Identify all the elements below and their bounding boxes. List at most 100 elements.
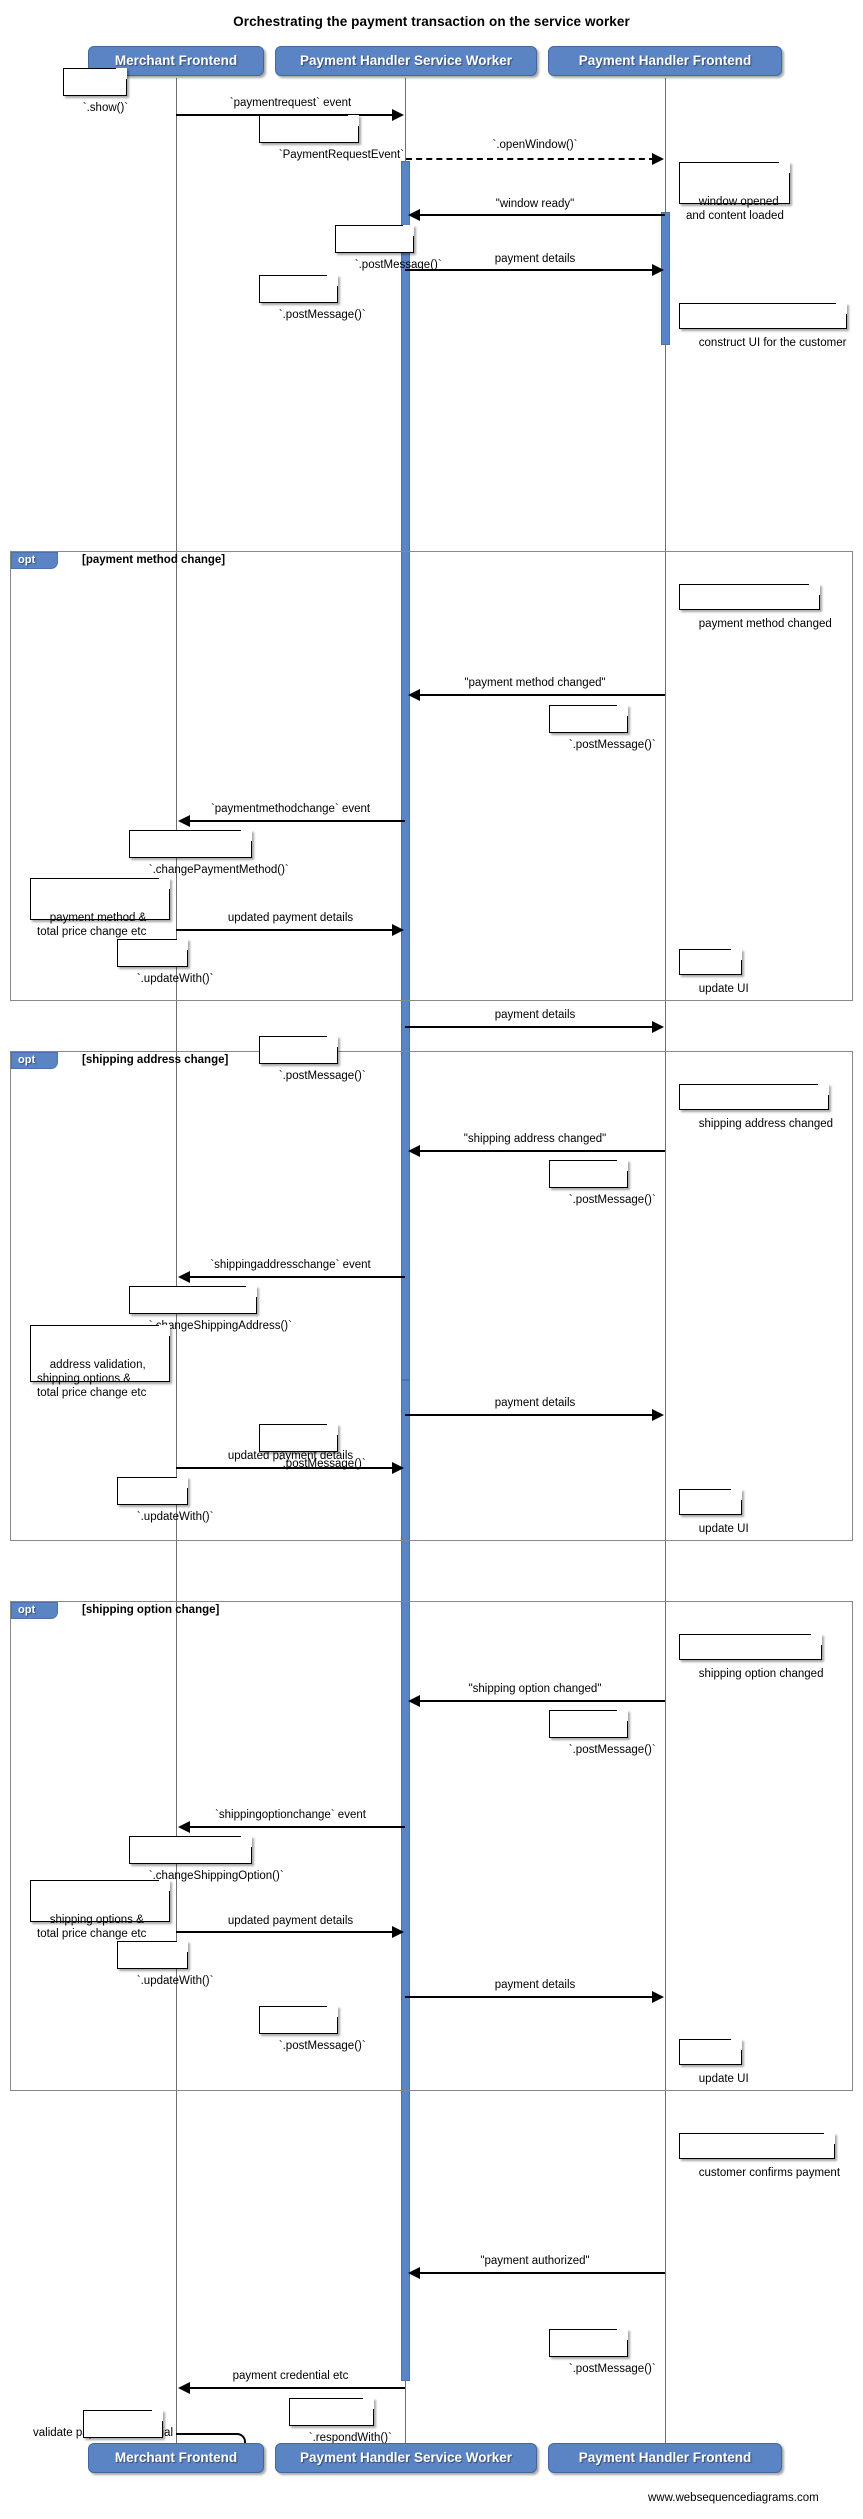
note-post-message-shipping-address-changed-text: `.postMessage()` [568,1194,656,1206]
actor-header-payment-handler-frontend[interactable]: Payment Handler Frontend [548,46,782,76]
opt-fragment-payment-method-change [10,551,853,1001]
note-payment-method-changed: payment method changed [679,584,832,630]
note-dogear-icon [159,878,170,889]
note-construct-ui: construct UI for the customer [679,303,847,349]
message-arrowhead-payment-details-1 [652,264,664,276]
message-label-payment-details-4: payment details [494,1979,576,1991]
note-show: `.show()` [63,68,128,114]
note-dogear-icon [327,2006,338,2017]
message-line-payment-method-changed [419,694,665,696]
note-post-message-shipping-option-changed-text: `.postMessage()` [568,1744,656,1756]
note-address-validation: address validation, shipping options & t… [30,1325,170,1399]
note-construct-ui-text: construct UI for the customer [698,337,847,349]
actor-footer-merchant[interactable]: Merchant Frontend [88,2443,264,2473]
note-dogear-icon [818,1084,829,1095]
note-show-text: `.show()` [82,102,129,114]
note-dogear-icon [116,68,127,79]
message-arrowhead-paymentmethodchange-event [178,815,190,827]
note-shipping-option-changed: shipping option changed [679,1634,823,1680]
note-dogear-icon [403,225,414,236]
message-arrowhead-open-window [652,153,664,165]
note-change-payment-method-text: `.changePaymentMethod()` [148,864,289,876]
actor-header-service-worker[interactable]: Payment Handler Service Worker [275,46,537,76]
note-post-message-payment-details-2-text: `.postMessage()` [278,1070,366,1082]
opt-fragment-payment-method-change-condition: [payment method change] [82,554,226,566]
note-respond-with: `.respondWith()` [289,2398,392,2444]
message-label-updated-payment-details-3: updated payment details [227,1915,354,1927]
note-dogear-icon [836,303,847,314]
note-dogear-icon [363,2398,374,2409]
opt-fragment-shipping-address-change [10,1051,853,1541]
note-post-message-payment-details-1-text: `.postMessage()` [278,309,366,321]
note-update-with-2-text: `.updateWith()` [136,1511,214,1523]
note-change-shipping-address: `.changeShippingAddress()` [129,1286,292,1332]
actor-header-service-worker-label: Payment Handler Service Worker [299,53,513,68]
note-update-with-1-text: `.updateWith()` [136,973,214,985]
opt-fragment-shipping-address-change-tab: opt [11,1052,58,1069]
message-arrowhead-shipping-address-changed [408,1145,420,1157]
actor-footer-merchant-label: Merchant Frontend [114,2450,238,2465]
note-post-message-payment-method-changed: `.postMessage()` [549,705,656,751]
opt-fragment-shipping-option-change-tab: opt [11,1602,58,1619]
message-line-updated-payment-details-3 [176,1931,395,1933]
note-dogear-icon [731,1489,742,1500]
note-dogear-icon [824,2133,835,2144]
note-dogear-icon [177,1477,188,1488]
note-post-message-payment-details-4: `.postMessage()` [259,2006,366,2052]
message-arrowhead-payment-credential-etc [178,2382,190,2394]
message-line-updated-payment-details-2 [176,1467,395,1469]
message-label-payment-details-3: payment details [494,1397,576,1409]
message-label-paymentmethodchange-event: `paymentmethodchange` event [210,803,371,815]
note-post-message-payment-details-3: `.postMessage()` [259,1424,366,1470]
message-arrowhead-updated-payment-details-2 [392,1462,404,1474]
note-window-opened-text: window opened and content loaded [686,196,784,222]
message-line-shipping-option-changed [419,1700,665,1702]
message-label-shippingoptionchange-event: `shippingoptionchange` event [215,1809,366,1821]
activation-frontend-window [661,212,670,345]
message-label-updated-payment-details-1: updated payment details [227,912,354,924]
note-change-payment-method: `.changePaymentMethod()` [129,830,289,876]
note-dogear-icon [617,705,628,716]
note-dogear-icon [159,1325,170,1336]
note-update-ui-2-text: update UI [698,1523,749,1535]
message-arrowhead-updated-payment-details-3 [392,1926,404,1938]
actor-footer-frontend-label: Payment Handler Frontend [578,2450,752,2465]
lifeline-payment-handler-frontend [665,78,666,2443]
note-customer-confirms-payment: customer confirms payment [679,2133,840,2179]
message-line-shippingaddresschange-event [189,1276,405,1278]
note-shipping-option-changed-text: shipping option changed [698,1668,824,1680]
note-post-message-payment-details-3-text: `.postMessage()` [278,1458,366,1470]
note-dogear-icon [731,949,742,960]
message-arrowhead-shipping-option-changed [408,1695,420,1707]
message-label-payment-method-changed: "payment method changed" [464,677,606,689]
note-customer-confirms-payment-text: customer confirms payment [698,2167,841,2179]
note-post-message-payment-method-changed-text: `.postMessage()` [568,739,656,751]
note-shipping-address-changed: shipping address changed [679,1084,833,1130]
message-arrowhead-window-ready [408,209,420,221]
message-line-payment-details-2 [405,1026,654,1028]
note-dogear-icon [348,115,359,126]
note-dogear-icon [731,2039,742,2050]
message-arrowhead-shippingoptionchange-event [178,1821,190,1833]
note-shipping-address-changed-text: shipping address changed [698,1118,834,1130]
activation-service-worker-main [401,161,410,1380]
message-line-shipping-address-changed [419,1150,665,1152]
message-arrowhead-payment-details-2 [652,1021,664,1033]
actor-footer-payment-handler-frontend[interactable]: Payment Handler Frontend [548,2443,782,2473]
actor-footer-service-worker[interactable]: Payment Handler Service Worker [275,2443,537,2473]
opt-fragment-shipping-address-change-condition: [shipping address change] [82,1054,229,1066]
message-line-payment-details-1 [405,269,654,271]
note-update-with-3: `.updateWith()` [117,1941,213,1987]
activation-service-worker-tail [401,1380,410,2381]
message-label-shipping-address-changed: "shipping address changed" [463,1133,607,1145]
message-line-window-ready [419,214,665,216]
note-post-message-window-ready-text: `.postMessage()` [354,259,442,271]
opt-fragment-shipping-option-change [10,1601,853,2091]
note-dogear-icon [241,830,252,841]
message-arrowhead-updated-payment-details-1 [392,924,404,936]
note-dogear-icon [327,1424,338,1435]
message-line-updated-payment-details-1 [176,929,395,931]
note-post-message-payment-details-4-text: `.postMessage()` [278,2040,366,2052]
note-update-ui-3-text: update UI [698,2073,749,2085]
note-post-message-shipping-option-changed: `.postMessage()` [549,1710,656,1756]
